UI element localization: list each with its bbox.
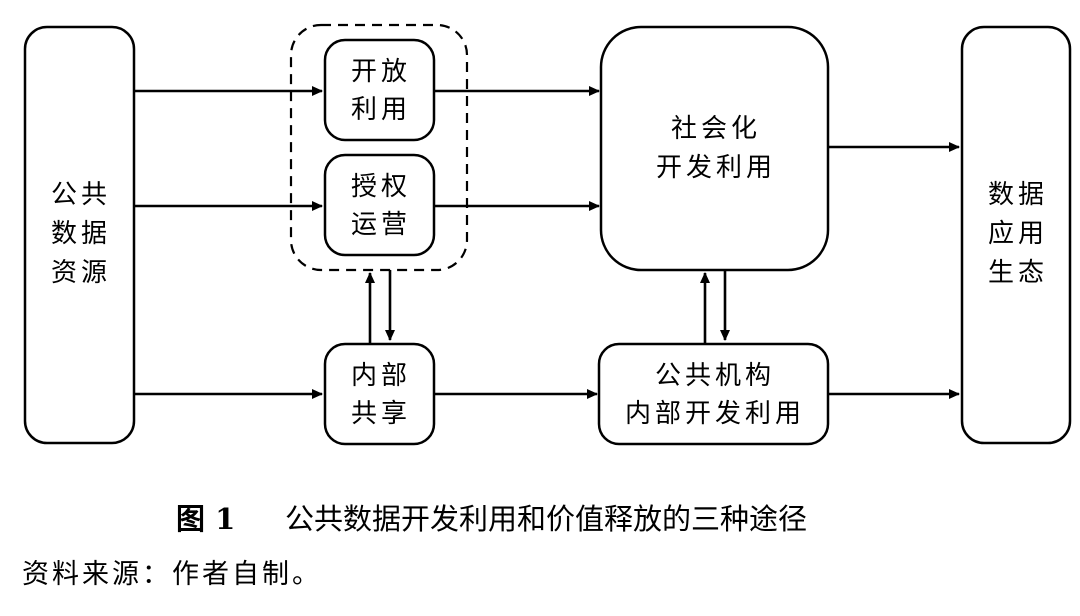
node-institution-dev-box <box>597 342 830 446</box>
public-data-line-3: 资源 <box>51 258 111 288</box>
open-use-line-1: 开放 <box>351 57 411 87</box>
figure-number: 图 1 <box>176 502 235 536</box>
internal-share-line-1: 内部 <box>351 361 411 391</box>
institution-dev-line-2: 内部开发利用 <box>625 399 805 429</box>
node-public-data-box <box>23 25 136 445</box>
node-internal-share-box <box>323 342 436 446</box>
figure-title: 公共数据开发利用和价值释放的三种途径 <box>285 502 807 536</box>
public-data-line-2: 数据 <box>51 219 111 249</box>
ecosystem-line-3: 生态 <box>988 258 1048 288</box>
social-dev-line-2: 开发利用 <box>656 153 776 183</box>
institution-dev-line-1: 公共机构 <box>655 361 775 391</box>
ecosystem-line-2: 应用 <box>988 219 1048 249</box>
open-use-line-2: 利用 <box>351 95 411 125</box>
social-dev-line-1: 社会化 <box>671 114 761 144</box>
internal-share-line-2: 共享 <box>351 399 411 429</box>
node-authorized-ops-box <box>323 153 436 257</box>
node-open-use-box <box>323 38 436 142</box>
open-authorized-group <box>289 23 469 272</box>
public-data-line-1: 公共 <box>51 180 111 210</box>
node-social-dev-box <box>599 25 830 272</box>
source-note: 资料来源：作者自制。 <box>22 559 322 590</box>
node-ecosystem-box <box>960 25 1072 445</box>
authorized-ops-line-1: 授权 <box>351 172 411 202</box>
ecosystem-line-1: 数据 <box>988 180 1048 210</box>
authorized-ops-line-2: 运营 <box>351 210 411 240</box>
